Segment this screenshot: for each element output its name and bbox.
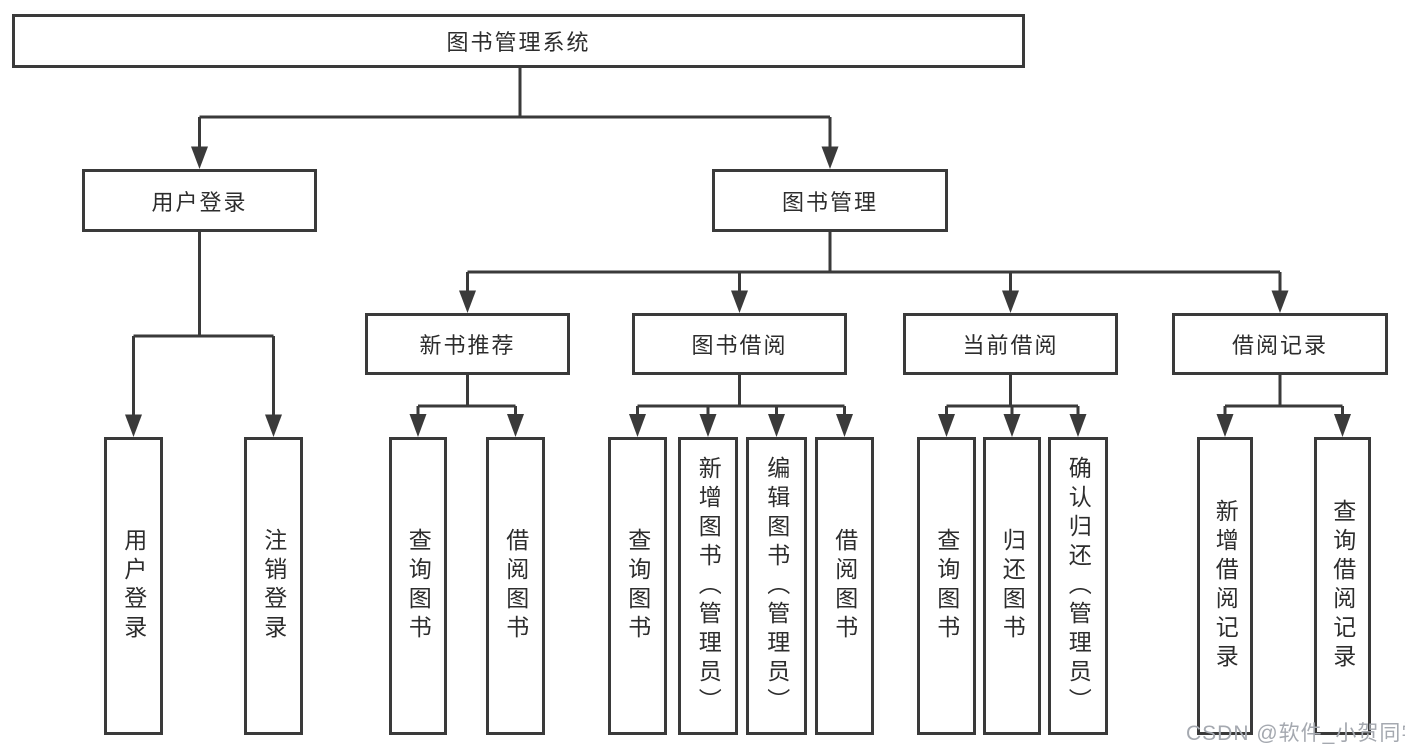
leaf-borrow-books-borrowing-label: 借阅图书 <box>831 528 858 644</box>
node-book-management: 图书管理 <box>712 169 948 232</box>
arrow-down-icon <box>459 290 476 313</box>
leaf-edit-book-admin: 编辑图书（管理员） <box>746 437 807 735</box>
arrow-down-icon <box>265 414 282 437</box>
leaf-query-books-current-label: 查询图书 <box>933 528 960 644</box>
arrow-down-icon <box>938 414 955 437</box>
leaf-return-book-label: 归还图书 <box>999 528 1026 644</box>
connector-new-book-children <box>416 375 517 414</box>
arrow-down-icon <box>768 414 785 437</box>
leaf-logout: 注销登录 <box>244 437 303 735</box>
leaf-edit-book-admin-label: 编辑图书（管理员） <box>763 455 790 717</box>
leaf-confirm-return-admin-label: 确认归还（管理员） <box>1065 455 1092 717</box>
leaf-logout-label: 注销登录 <box>260 528 287 644</box>
arrow-down-icon <box>191 146 208 169</box>
arrow-down-icon <box>699 414 717 437</box>
leaf-add-borrow-record-label: 新增借阅记录 <box>1212 499 1239 673</box>
leaf-query-books-borrowing: 查询图书 <box>608 437 667 735</box>
leaf-user-login-label: 用户登录 <box>120 528 147 644</box>
node-user-login: 用户登录 <box>82 169 317 232</box>
arrow-down-icon <box>1003 414 1021 437</box>
arrow-down-icon <box>125 414 142 437</box>
connector-records-children <box>1223 375 1344 414</box>
node-borrow-records: 借阅记录 <box>1172 313 1388 375</box>
leaf-borrow-books-recommend: 借阅图书 <box>486 437 545 735</box>
arrow-down-icon <box>1002 290 1019 313</box>
leaf-query-books-recommend-label: 查询图书 <box>405 528 432 644</box>
leaf-query-books-borrowing-label: 查询图书 <box>624 528 651 644</box>
leaf-user-login: 用户登录 <box>104 437 163 735</box>
leaf-confirm-return-admin: 确认归还（管理员） <box>1048 437 1108 735</box>
leaf-return-book: 归还图书 <box>983 437 1041 735</box>
leaf-query-borrow-record: 查询借阅记录 <box>1314 437 1371 735</box>
connector-borrowing-children <box>636 375 846 414</box>
node-book-borrowing: 图书借阅 <box>632 313 847 375</box>
leaf-add-book-admin-label: 新增图书（管理员） <box>695 455 722 717</box>
arrow-down-icon <box>731 290 748 313</box>
arrow-down-icon <box>409 414 427 437</box>
arrow-down-icon <box>1271 290 1289 313</box>
arrow-down-icon <box>629 414 646 437</box>
watermark: CSDN @软件_小贺同学 <box>1186 722 1405 745</box>
connector-current-children <box>945 375 1080 414</box>
connector-user-login-children <box>132 232 275 415</box>
leaf-borrow-books-borrowing: 借阅图书 <box>815 437 874 735</box>
arrow-down-icon <box>1069 414 1087 437</box>
leaf-query-books-current: 查询图书 <box>917 437 976 735</box>
node-root: 图书管理系统 <box>12 14 1025 68</box>
leaf-add-book-admin: 新增图书（管理员） <box>678 437 738 735</box>
arrow-down-icon <box>1216 414 1234 437</box>
leaf-borrow-books-recommend-label: 借阅图书 <box>502 528 529 644</box>
leaf-query-borrow-record-label: 查询借阅记录 <box>1329 499 1356 673</box>
node-new-book-recommend: 新书推荐 <box>365 313 570 375</box>
arrow-down-icon <box>836 414 853 437</box>
connector-root-to-level2 <box>198 68 832 147</box>
arrow-down-icon <box>507 414 524 437</box>
connector-book-management-sections <box>466 232 1282 291</box>
leaf-query-books-recommend: 查询图书 <box>389 437 447 735</box>
arrow-down-icon <box>1334 414 1351 437</box>
node-current-borrowing: 当前借阅 <box>903 313 1118 375</box>
leaf-add-borrow-record: 新增借阅记录 <box>1197 437 1253 735</box>
arrow-down-icon <box>821 146 839 169</box>
